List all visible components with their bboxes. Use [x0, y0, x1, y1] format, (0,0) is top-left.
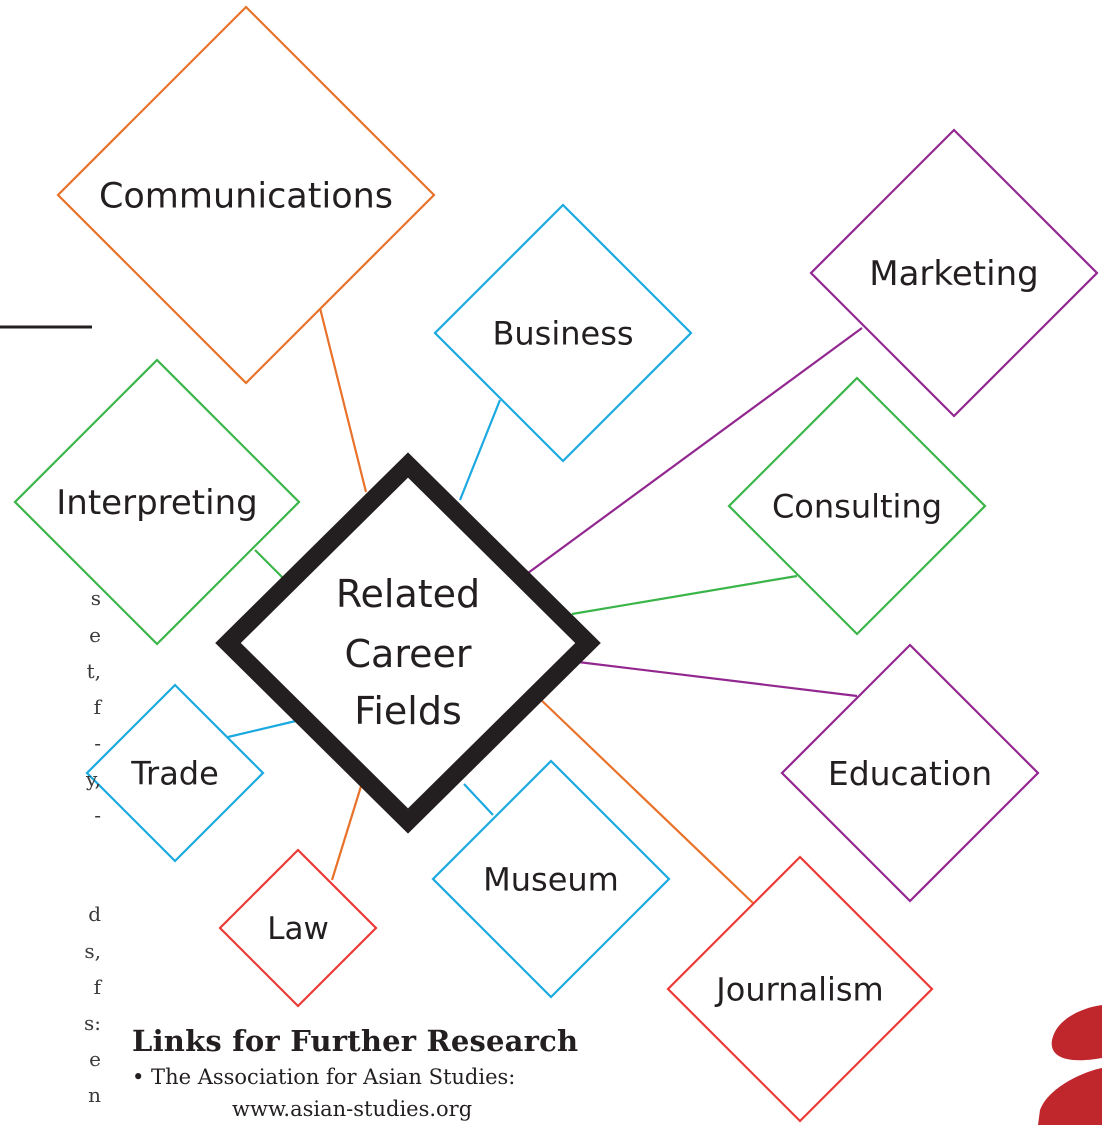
law-label: Law	[267, 911, 329, 947]
communications-diamond	[56, 5, 436, 385]
text-fragment: -	[94, 803, 101, 827]
center-label-line-1: Related	[336, 572, 480, 616]
connector-trade	[227, 718, 301, 739]
business-diamond	[433, 203, 693, 463]
node-education: Education	[780, 643, 1040, 903]
consulting-diamond	[727, 376, 987, 636]
center-diamond	[215, 452, 601, 834]
node-interpreting: Interpreting	[13, 358, 301, 646]
trade-diamond	[85, 683, 265, 863]
communications-label: Communications	[99, 177, 393, 217]
text-fragment: s	[91, 586, 101, 610]
connector-journalism	[537, 696, 754, 904]
museum-label: Museum	[483, 861, 619, 899]
journalism-diamond	[666, 855, 934, 1123]
center-node: Related Career Fields	[215, 452, 601, 834]
text-fragment: s,	[84, 939, 101, 963]
education-diamond	[780, 643, 1040, 903]
connector-education	[577, 660, 858, 698]
node-journalism: Journalism	[666, 855, 934, 1123]
marketing-diamond	[809, 128, 1099, 418]
connector-interpreting	[254, 549, 284, 579]
connector-lines	[227, 307, 863, 904]
law-diamond	[218, 848, 378, 1008]
consulting-label: Consulting	[772, 488, 942, 526]
connector-business	[458, 399, 502, 501]
logo-shape	[1051, 1005, 1102, 1061]
links-heading: Links for Further Research	[132, 1024, 579, 1058]
trade-label: Trade	[130, 755, 219, 793]
business-label: Business	[492, 315, 633, 353]
node-consulting: Consulting	[727, 376, 987, 636]
node-communications: Communications	[56, 5, 436, 385]
links-item: • The Association for Asian Studies:	[132, 1065, 516, 1089]
text-fragment: s:	[84, 1011, 101, 1035]
interpreting-label: Interpreting	[56, 483, 257, 523]
connector-communications	[318, 307, 368, 493]
text-fragment: f	[94, 975, 103, 999]
text-fragment: n	[88, 1083, 101, 1107]
connector-consulting	[571, 574, 798, 616]
museum-diamond	[431, 759, 671, 999]
center-label-line-2: Career	[345, 632, 472, 676]
left-text-fragments: s e t, f - y, - d s, f s: e n	[84, 586, 103, 1107]
connector-law	[330, 782, 364, 881]
journalism-label: Journalism	[714, 971, 883, 1009]
node-trade: Trade	[85, 683, 265, 863]
node-business: Business	[433, 203, 693, 463]
marketing-label: Marketing	[869, 254, 1038, 294]
node-marketing: Marketing	[809, 128, 1099, 418]
links-section: Links for Further Research • The Associa…	[132, 1024, 602, 1122]
node-law: Law	[218, 848, 378, 1008]
text-fragment: e	[89, 623, 101, 647]
connector-marketing	[527, 327, 863, 574]
interpreting-diamond	[13, 358, 301, 646]
logo-fragment	[1038, 1005, 1102, 1125]
text-fragment: t,	[87, 659, 101, 683]
center-label-line-3: Fields	[354, 689, 462, 733]
text-fragment: f	[94, 695, 103, 719]
links-item-url[interactable]: www.asian-studies.org	[232, 1097, 473, 1121]
education-label: Education	[828, 754, 992, 793]
text-fragment: -	[94, 731, 101, 755]
node-museum: Museum	[431, 759, 671, 999]
text-fragment: d	[88, 902, 101, 926]
connector-museum	[463, 783, 494, 816]
text-fragment: y,	[85, 767, 101, 791]
text-fragment: e	[89, 1047, 101, 1071]
logo-shape	[1038, 1068, 1102, 1125]
